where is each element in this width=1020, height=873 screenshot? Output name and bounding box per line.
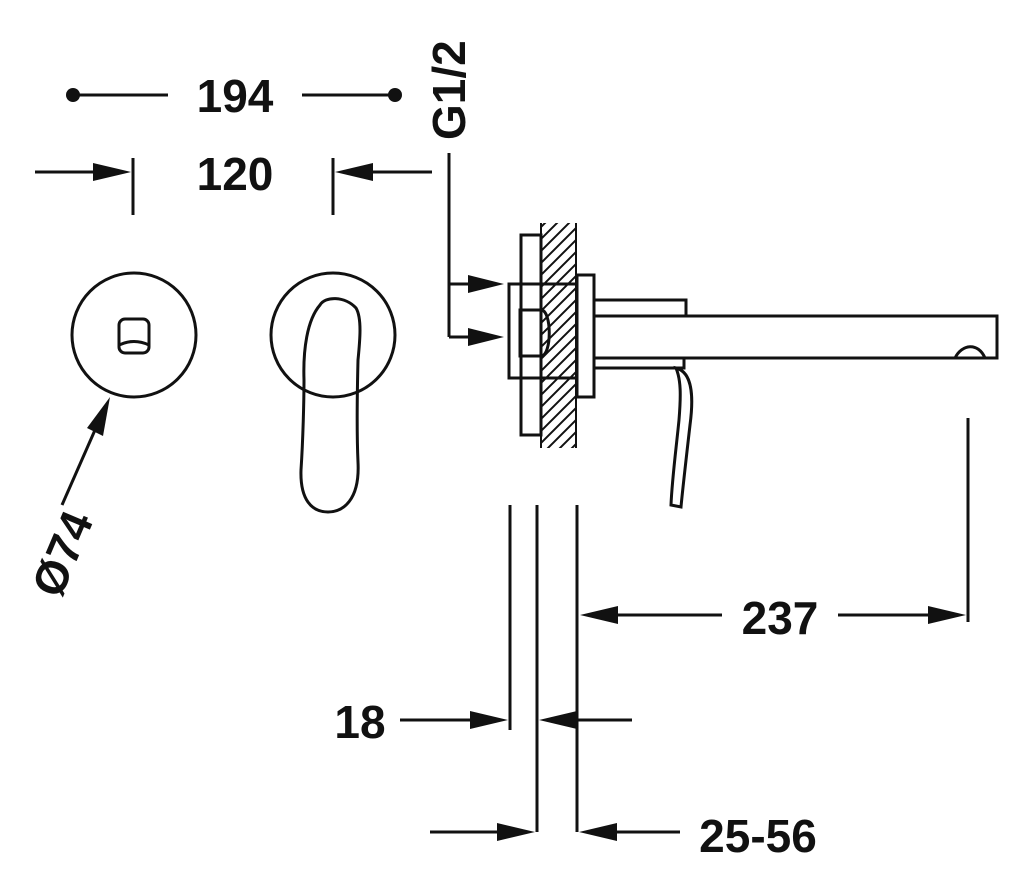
overall-width-label: 194 bbox=[197, 70, 274, 122]
projection-label: 237 bbox=[742, 592, 819, 644]
dimension-overall-width: 194 bbox=[66, 70, 402, 122]
dimension-projection: 237 bbox=[575, 418, 970, 832]
wall-range-label: 25-56 bbox=[699, 810, 817, 862]
front-control-plate bbox=[70, 271, 198, 399]
front-lever-handle bbox=[269, 271, 397, 514]
dimension-centers: 120 bbox=[35, 148, 432, 215]
dimension-wall-range: 25-56 bbox=[430, 810, 817, 862]
dimension-diameter: Ø74 bbox=[21, 397, 110, 604]
centers-label: 120 bbox=[197, 148, 274, 200]
side-view-faucet bbox=[507, 233, 999, 509]
plate-label: 18 bbox=[334, 696, 385, 748]
connection-callout: G1/2 bbox=[423, 40, 504, 346]
side-view-wall bbox=[540, 223, 577, 448]
dimension-plate: 18 bbox=[334, 505, 632, 832]
diameter-label: Ø74 bbox=[21, 503, 103, 604]
connection-label: G1/2 bbox=[423, 40, 475, 140]
